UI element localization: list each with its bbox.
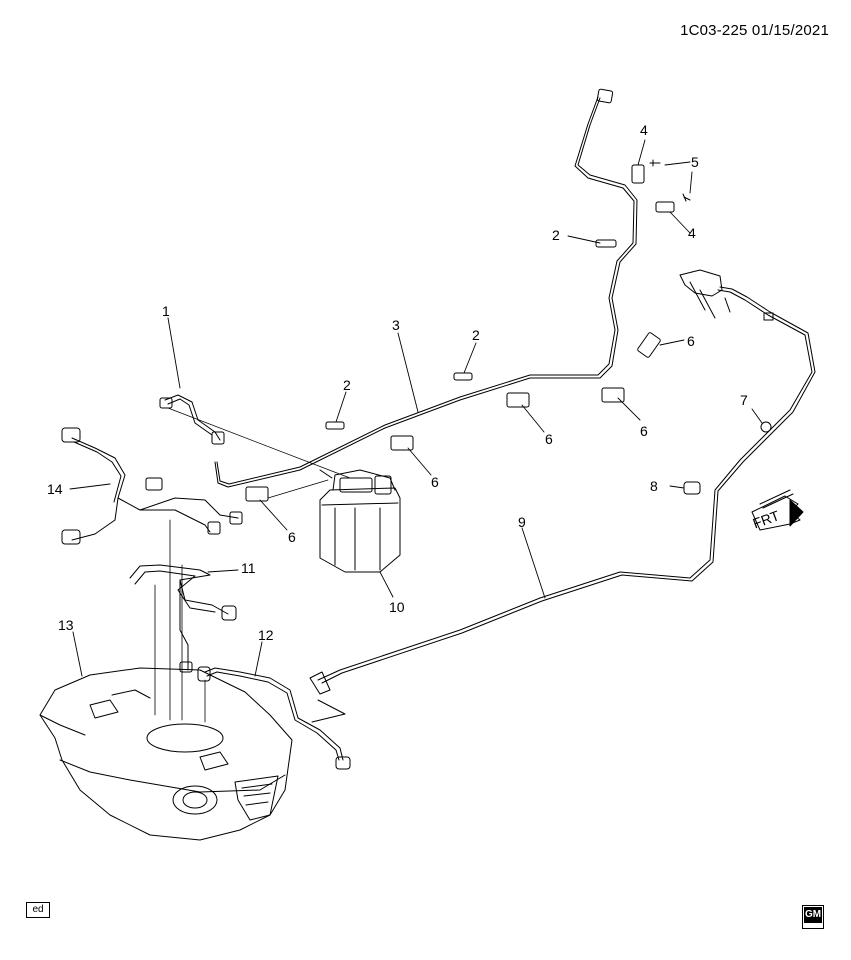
edition-badge: ed bbox=[26, 902, 50, 918]
line-clip bbox=[595, 239, 617, 248]
retainer-clip bbox=[601, 387, 625, 403]
vapor-line bbox=[317, 289, 813, 681]
retainer-clip bbox=[637, 332, 661, 358]
callout-1: 1 bbox=[162, 303, 170, 319]
callout-11: 11 bbox=[241, 560, 256, 576]
callout-6d: 6 bbox=[431, 474, 439, 490]
callout-9: 9 bbox=[518, 514, 526, 530]
bolt bbox=[649, 159, 661, 167]
line-clip bbox=[763, 312, 774, 321]
retainer-clip bbox=[245, 486, 269, 502]
line-end-fitting bbox=[335, 756, 351, 770]
line-end-fitting bbox=[596, 88, 614, 104]
diagram-code-date: 1C03-225 01/15/2021 bbox=[680, 22, 829, 39]
callout-6e: 6 bbox=[288, 529, 296, 545]
callout-7: 7 bbox=[740, 392, 748, 408]
grommet bbox=[760, 421, 772, 433]
callout-2a: 2 bbox=[343, 377, 351, 393]
retainer-clip bbox=[506, 392, 530, 408]
callout-6c: 6 bbox=[545, 431, 553, 447]
front-direction-badge bbox=[751, 489, 804, 531]
retainer-clip bbox=[390, 435, 414, 451]
callout-8: 8 bbox=[650, 478, 658, 494]
callout-5: 5 bbox=[691, 154, 699, 170]
fitting bbox=[683, 481, 701, 495]
gm-logo-text: GM bbox=[804, 907, 822, 923]
callout-3: 3 bbox=[392, 317, 400, 333]
fuel-jumper-line bbox=[129, 564, 229, 615]
callout-4b: 4 bbox=[688, 225, 696, 241]
callout-6b: 6 bbox=[640, 423, 648, 439]
callout-6a: 6 bbox=[687, 333, 695, 349]
fuel-tank bbox=[39, 667, 293, 841]
callout-13: 13 bbox=[58, 617, 74, 633]
callout-14: 14 bbox=[47, 481, 63, 497]
mounting-bracket bbox=[631, 164, 645, 184]
tank-vent-line bbox=[204, 667, 344, 761]
wiring-harness bbox=[71, 437, 239, 519]
callout-10: 10 bbox=[389, 599, 405, 615]
callout-4a: 4 bbox=[640, 122, 648, 138]
line-clip bbox=[453, 372, 473, 381]
gm-logo: GM bbox=[802, 905, 824, 929]
mounting-bracket bbox=[655, 201, 675, 213]
evap-canister bbox=[319, 469, 401, 573]
callout-12: 12 bbox=[258, 627, 274, 643]
callout-2b: 2 bbox=[472, 327, 480, 343]
fuel-feed-line bbox=[214, 97, 638, 488]
line-clip bbox=[325, 421, 345, 430]
callout-2c: 2 bbox=[552, 227, 560, 243]
